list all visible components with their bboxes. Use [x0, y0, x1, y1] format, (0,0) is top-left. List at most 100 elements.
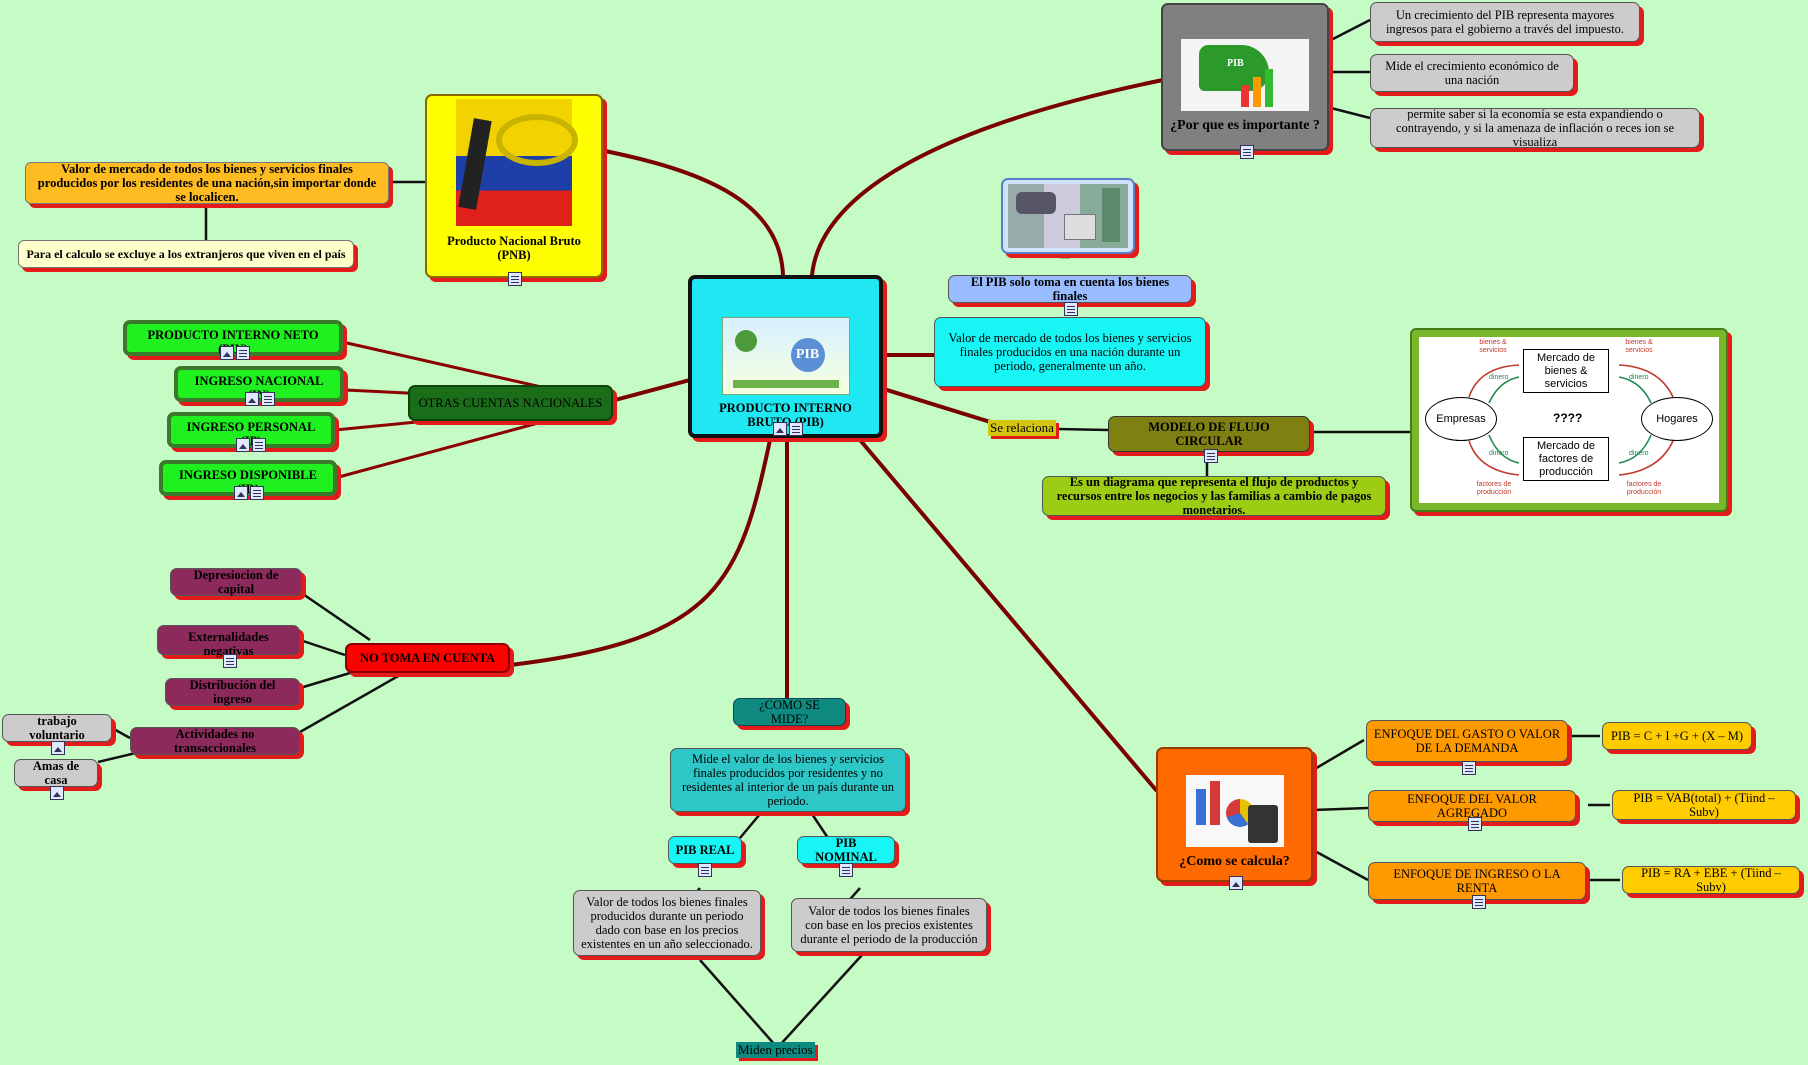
pnb-definition-text: Valor de mercado de todos los bienes y s… [37, 162, 377, 204]
no-toma-title: NO TOMA EN CUENTA [359, 651, 496, 665]
link-otras [613, 378, 692, 402]
importante-item-2[interactable]: Mide el crecimiento económico de una nac… [1370, 54, 1574, 92]
note-attachment-icon[interactable] [789, 422, 803, 436]
link-importante [810, 78, 1165, 277]
pnb-node[interactable]: Producto Nacional Bruto (PNB) [425, 94, 603, 286]
enfoque-label: ENFOQUE DEL GASTO O VALOR DE LA DEMANDA [1373, 727, 1561, 755]
no-toma-item-label: Externalidades negativas [188, 630, 269, 658]
image-attachment-icon[interactable] [220, 346, 234, 360]
importante-item-3[interactable]: permite saber si la economía se esta exp… [1370, 107, 1700, 149]
bienes-finales-desc-text: Valor de mercado de todos los bienes y s… [948, 331, 1192, 373]
por-que-importante-node[interactable]: PIB ¿Por que es importante ? [1161, 3, 1329, 159]
formula-valor-agregado[interactable]: PIB = VAB(total) + (Tiind – Subv) [1612, 790, 1796, 820]
flujo-circular-desc-text: Es un diagrama que representa el flujo d… [1056, 475, 1372, 517]
pib-nominal-node[interactable]: PIB NOMINAL [797, 836, 895, 877]
otras-cuentas-node[interactable]: OTRAS CUENTAS NACIONALES [408, 385, 613, 421]
no-toma-item-label: Distribución del ingreso [189, 678, 276, 706]
otras-item-ip[interactable]: INGRESO PERSONAL (IP) [167, 412, 335, 452]
bienes-finales-desc[interactable]: Valor de mercado de todos los bienes y s… [934, 317, 1206, 387]
miden-precios-label: Miden precios [736, 1042, 815, 1058]
amas-de-casa-label: Amas de casa [32, 759, 80, 787]
pnb-note[interactable]: Para el calculo se excluye a los extranj… [18, 240, 354, 268]
formula-ingreso[interactable]: PIB = RA + EBE + (Tiind – Subv) [1622, 866, 1800, 894]
note-attachment-icon[interactable] [252, 438, 266, 452]
importante-item-1[interactable]: Un crecimiento del PIB representa mayore… [1370, 2, 1640, 42]
note-attachment-icon[interactable] [1240, 145, 1254, 159]
image-attachment-icon[interactable] [234, 486, 248, 500]
otras-item-id[interactable]: INGRESO DISPONIBLE (ID) [159, 460, 337, 500]
note-attachment-icon[interactable] [250, 486, 264, 500]
pib-globe-icon: PIB [790, 338, 825, 372]
formula-text: PIB = C + I +G + (X – M) [1610, 729, 1744, 743]
pnb-definition[interactable]: Valor de mercado de todos los bienes y s… [25, 162, 389, 204]
como-se-mide-desc[interactable]: Mide el valor de los bienes y servicios … [670, 748, 906, 812]
enfoque-ingreso-node[interactable]: ENFOQUE DE INGRESO O LA RENTA [1368, 862, 1586, 909]
image-attachment-icon[interactable] [236, 438, 250, 452]
link-se-relaciona [885, 388, 1002, 427]
formula-gasto[interactable]: PIB = C + I +G + (X – M) [1602, 722, 1752, 750]
no-toma-item-label: Depresiocion de capital [193, 568, 279, 596]
enfoque-label: ENFOQUE DEL VALOR AGREGADO [1407, 792, 1537, 820]
importante-item-text: Un crecimiento del PIB representa mayore… [1385, 8, 1625, 36]
pib-real-desc-text: Valor de todos los bienes finales produc… [581, 895, 753, 951]
pib-real-desc[interactable]: Valor de todos los bienes finales produc… [573, 890, 761, 956]
flujo-circular-node[interactable]: MODELO DE FLUJO CIRCULAR [1108, 416, 1310, 463]
flujo-circular-desc[interactable]: Es un diagrama que representa el flujo d… [1042, 475, 1386, 517]
central-node-pib[interactable]: PIB PRODUCTO INTERNO BRUTO (PIB) [688, 275, 883, 438]
no-toma-item-externalidades[interactable]: Externalidades negativas [157, 625, 300, 668]
no-toma-node[interactable]: NO TOMA EN CUENTA [345, 643, 510, 673]
no-toma-item-actividades[interactable]: Actividades no transaccionales [130, 727, 300, 755]
note-attachment-icon[interactable] [1204, 449, 1218, 463]
mexico-chart-illustration: PIB [1181, 39, 1309, 111]
flujo-circular-diagram: Empresas Hogares ???? Mercado de bienes … [1410, 328, 1728, 512]
note-attachment-icon[interactable] [1468, 817, 1482, 831]
importante-item-text: permite saber si la economía se esta exp… [1395, 107, 1674, 149]
enfoque-valor-agregado-node[interactable]: ENFOQUE DEL VALOR AGREGADO [1368, 790, 1576, 831]
link-pnb [598, 148, 785, 277]
note-attachment-icon[interactable] [223, 654, 237, 668]
green-label-bottom-left: dinero [1489, 450, 1509, 457]
mercado-bienes-box: Mercado de bienes & servicios [1523, 349, 1609, 393]
note-attachment-icon[interactable] [1472, 895, 1486, 909]
link-no-toma [508, 438, 772, 667]
red-label-top-right: bienes & servicios [1625, 339, 1653, 354]
importante-item-text: Mide el crecimiento económico de una nac… [1385, 59, 1559, 87]
amas-de-casa-node[interactable]: Amas de casa [14, 759, 98, 800]
enfoque-gasto-node[interactable]: ENFOQUE DEL GASTO O VALOR DE LA DEMANDA [1366, 720, 1568, 775]
note-attachment-icon[interactable] [236, 346, 250, 360]
hogares-oval: Hogares [1641, 397, 1713, 441]
image-attachment-icon[interactable] [51, 741, 65, 755]
formula-text: PIB = RA + EBE + (Tiind – Subv) [1641, 866, 1781, 894]
note-attachment-icon[interactable] [839, 863, 853, 877]
link-calcula [858, 438, 1158, 792]
center-question: ???? [1553, 411, 1583, 425]
como-se-calcula-title: ¿Como se calcula? [1179, 854, 1290, 869]
otras-cuentas-title: OTRAS CUENTAS NACIONALES [418, 396, 603, 410]
como-se-calcula-node[interactable]: ¿Como se calcula? [1156, 747, 1313, 890]
otras-item-in[interactable]: INGRESO NACIONAL (IN) [174, 366, 344, 406]
como-se-mide-node[interactable]: ¿COMO SE MIDE? [733, 698, 846, 726]
no-toma-item-distribucion[interactable]: Distribución del ingreso [165, 678, 300, 706]
pib-nominal-desc[interactable]: Valor de todos los bienes finales con ba… [791, 898, 987, 952]
bienes-finales-node[interactable]: El PIB solo toma en cuenta los bienes fi… [948, 275, 1192, 316]
image-attachment-icon[interactable] [1229, 876, 1243, 890]
green-label-bottom-right: dinero [1629, 450, 1649, 457]
no-toma-item-depreciacion[interactable]: Depresiocion de capital [170, 568, 302, 596]
otras-item-pin[interactable]: PRODUCTO INTERNO NETO (PIN) [123, 320, 343, 360]
image-attachment-icon[interactable] [245, 392, 259, 406]
pnb-note-text: Para el calculo se excluye a los extranj… [26, 247, 346, 261]
pib-real-label: PIB REAL [675, 843, 735, 857]
note-attachment-icon[interactable] [1064, 302, 1078, 316]
pib-nominal-desc-text: Valor de todos los bienes finales con ba… [800, 904, 978, 946]
trabajo-voluntario-node[interactable]: trabajo voluntario [2, 714, 112, 755]
como-se-mide-desc-text: Mide el valor de los bienes y servicios … [681, 752, 895, 808]
green-label-top-right: dinero [1629, 374, 1649, 381]
note-attachment-icon[interactable] [261, 392, 275, 406]
trabajo-voluntario-label: trabajo voluntario [29, 714, 85, 742]
pib-real-node[interactable]: PIB REAL [668, 836, 742, 877]
image-attachment-icon[interactable] [50, 786, 64, 800]
note-attachment-icon[interactable] [1462, 761, 1476, 775]
note-attachment-icon[interactable] [508, 272, 522, 286]
note-attachment-icon[interactable] [698, 863, 712, 877]
image-attachment-icon[interactable] [773, 422, 787, 436]
